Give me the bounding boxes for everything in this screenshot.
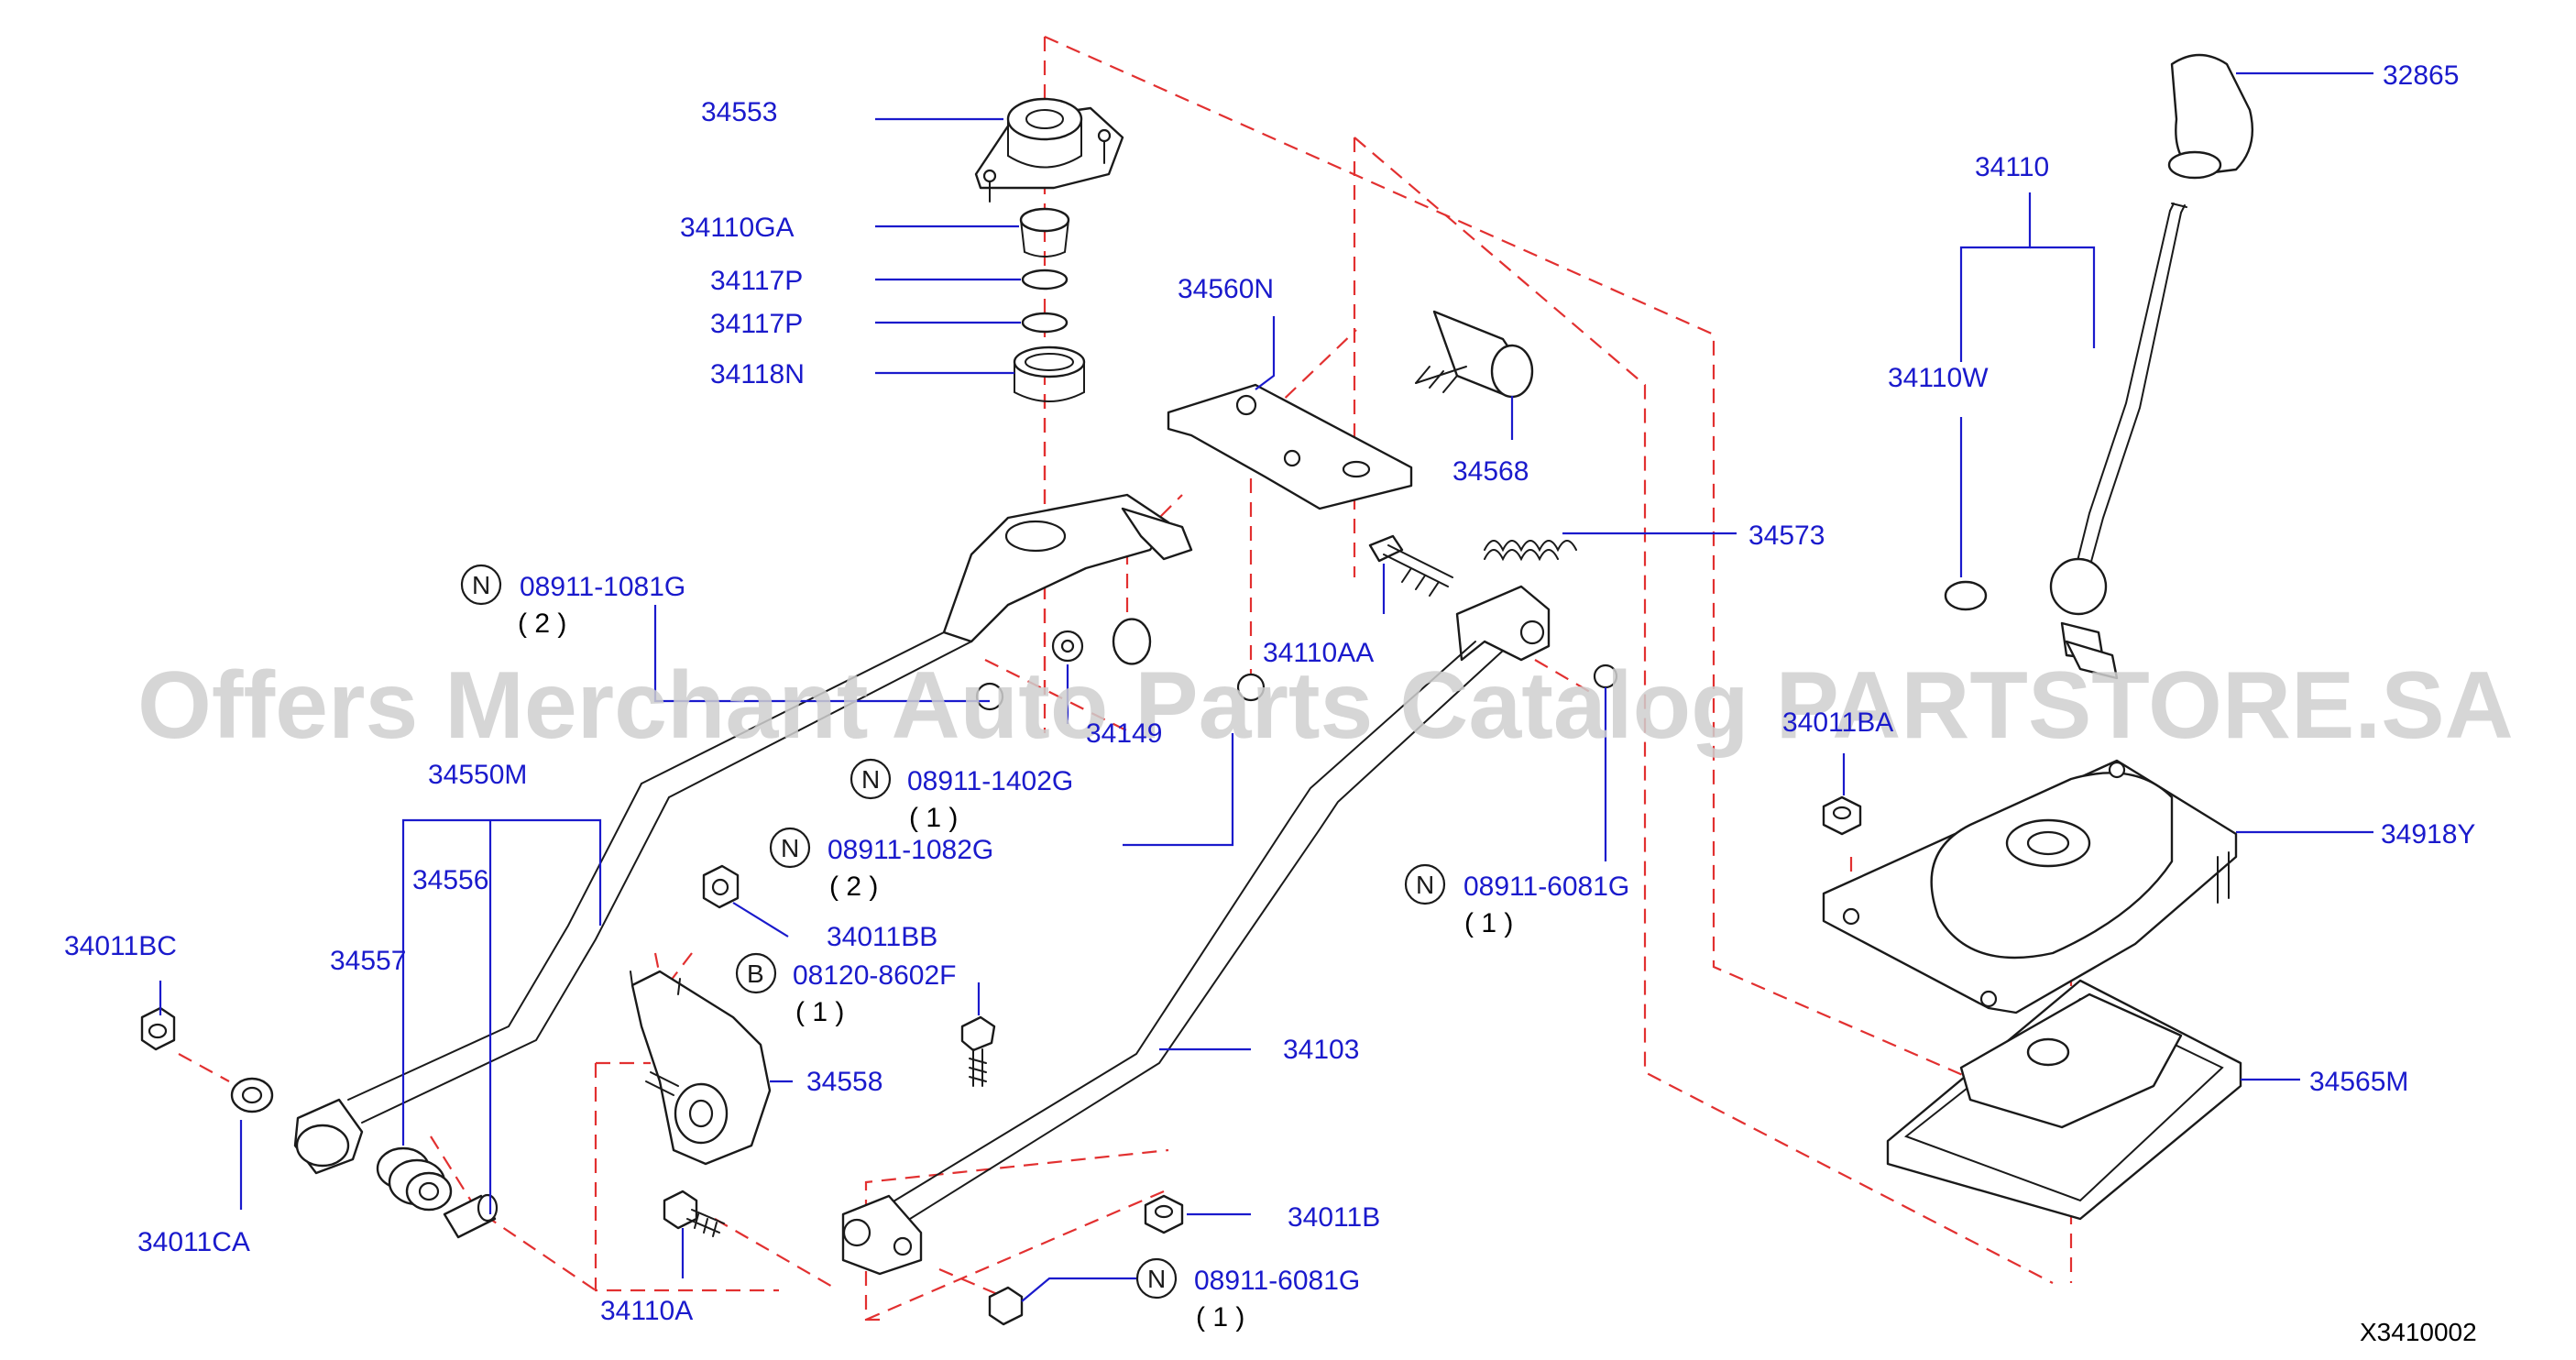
part-34558-bracket bbox=[630, 970, 772, 1166]
n-badge-letter: N bbox=[472, 571, 490, 599]
part-34550M-lower-rod bbox=[293, 783, 670, 1175]
label-34558[interactable]: 34558 bbox=[806, 1067, 882, 1097]
part-34573-spring bbox=[1484, 540, 1577, 562]
part-34110AA-bolt bbox=[1368, 534, 1453, 597]
part-34560N-bracket bbox=[1167, 383, 1413, 510]
label-34149[interactable]: 34149 bbox=[1086, 718, 1162, 749]
label-08120-8602F[interactable]: 08120-8602F bbox=[793, 960, 956, 991]
label-34568[interactable]: 34568 bbox=[1452, 456, 1529, 487]
part-34110A-bolt bbox=[663, 1190, 725, 1237]
label-34103[interactable]: 34103 bbox=[1283, 1035, 1359, 1065]
part-34110W-seal bbox=[1944, 580, 1988, 611]
label-34557[interactable]: 34557 bbox=[330, 946, 406, 976]
part-32865-knob bbox=[2167, 53, 2253, 180]
label-34110AA[interactable]: 34110AA bbox=[1263, 638, 1374, 668]
label-34117P-a[interactable]: 34117P bbox=[710, 266, 803, 296]
label-34110W[interactable]: 34110W bbox=[1888, 363, 1989, 393]
n-badge-letter: N bbox=[861, 765, 880, 794]
qty-08911-6081G-lower: ( 1 ) bbox=[1196, 1302, 1244, 1333]
part-34117P-ring-b bbox=[1021, 312, 1069, 334]
part-34110-shift-lever bbox=[2049, 203, 2187, 680]
n-badge-08911-6081G-upper bbox=[1404, 863, 1446, 905]
part-labels: 34553 34110GA 34117P 34117P 34118N 34560… bbox=[64, 60, 2477, 1346]
label-34556[interactable]: 34556 bbox=[412, 865, 488, 895]
part-34553-upper-bushing-plate bbox=[974, 97, 1124, 203]
label-34110GA[interactable]: 34110GA bbox=[680, 213, 795, 243]
part-34011BC-nut bbox=[140, 1006, 176, 1051]
watermark-text: Offers Merchant Auto Parts Catalog PARTS… bbox=[137, 653, 2514, 759]
label-34011BA[interactable]: 34011BA bbox=[1782, 707, 1893, 738]
part-34149-washers bbox=[975, 618, 1266, 711]
label-34118N[interactable]: 34118N bbox=[710, 359, 805, 389]
qty-08911-6081G-upper: ( 1 ) bbox=[1464, 908, 1513, 938]
n-badge-letter: N bbox=[1147, 1265, 1166, 1293]
label-34011BC[interactable]: 34011BC bbox=[64, 931, 177, 961]
qty-08120-8602F: ( 1 ) bbox=[795, 997, 844, 1027]
label-34011B[interactable]: 34011B bbox=[1288, 1202, 1380, 1233]
label-08911-6081G-lower[interactable]: 08911-6081G bbox=[1194, 1266, 1360, 1296]
part-34011BA-nut bbox=[1822, 795, 1862, 836]
part-08120-8602F-bolt bbox=[960, 1015, 996, 1087]
n-badge-letter: N bbox=[781, 834, 799, 862]
label-34011BB[interactable]: 34011BB bbox=[827, 922, 937, 952]
part-34565M-boot bbox=[1886, 979, 2242, 1221]
label-08911-6081G-upper[interactable]: 08911-6081G bbox=[1463, 872, 1629, 902]
label-34110[interactable]: 34110 bbox=[1975, 152, 2049, 182]
n-badge-08911-1081G bbox=[460, 564, 502, 606]
label-08911-1402G[interactable]: 08911-1402G bbox=[907, 766, 1073, 796]
part-34118N-seat bbox=[1013, 345, 1086, 402]
part-34011BB-nut bbox=[702, 864, 740, 909]
part-08911-6081G-lower-nut bbox=[988, 1286, 1024, 1326]
label-34573[interactable]: 34573 bbox=[1748, 521, 1825, 551]
label-34110A[interactable]: 34110A bbox=[600, 1296, 693, 1326]
qty-08911-1082G: ( 2 ) bbox=[829, 872, 878, 902]
qty-08911-1081G: ( 2 ) bbox=[518, 609, 566, 639]
label-08911-1081G[interactable]: 08911-1081G bbox=[520, 572, 685, 602]
label-34553[interactable]: 34553 bbox=[701, 97, 777, 127]
b-badge-08120-8602F bbox=[735, 952, 777, 994]
part-34557-bushing bbox=[376, 1146, 453, 1212]
n-badge-letter: N bbox=[1416, 871, 1434, 899]
label-34550M[interactable]: 34550M bbox=[428, 760, 527, 790]
label-34117P-b[interactable]: 34117P bbox=[710, 309, 803, 339]
part-34110GA-bushing bbox=[1019, 207, 1070, 258]
b-badge-letter: B bbox=[747, 960, 764, 988]
label-32865[interactable]: 32865 bbox=[2383, 60, 2459, 91]
part-34556-pin bbox=[443, 1193, 499, 1239]
part-34011CA-washer bbox=[230, 1077, 274, 1113]
label-34011CA[interactable]: 34011CA bbox=[137, 1227, 250, 1257]
n-badge-08911-1082G bbox=[769, 827, 811, 869]
part-34117P-ring-a bbox=[1021, 269, 1069, 291]
label-34560N[interactable]: 34560N bbox=[1178, 274, 1274, 304]
n-badge-08911-6081G-lower bbox=[1135, 1257, 1178, 1300]
part-34011B-nut bbox=[1144, 1194, 1184, 1234]
part-main-lever-bracket bbox=[641, 493, 1193, 798]
label-34918Y[interactable]: 34918Y bbox=[2381, 819, 2475, 850]
n-badge-08911-1402G bbox=[850, 758, 892, 800]
part-34103-rod-arm bbox=[841, 585, 1618, 1276]
qty-08911-1402G: ( 1 ) bbox=[909, 803, 958, 833]
part-34918Y-housing bbox=[1822, 759, 2238, 1015]
diagram-code: X3410002 bbox=[2360, 1318, 2477, 1346]
label-08911-1082G[interactable]: 08911-1082G bbox=[828, 835, 993, 865]
label-34565M[interactable]: 34565M bbox=[2309, 1067, 2408, 1097]
leader-lines bbox=[159, 71, 2373, 1302]
part-34568-pin bbox=[1415, 310, 1534, 399]
